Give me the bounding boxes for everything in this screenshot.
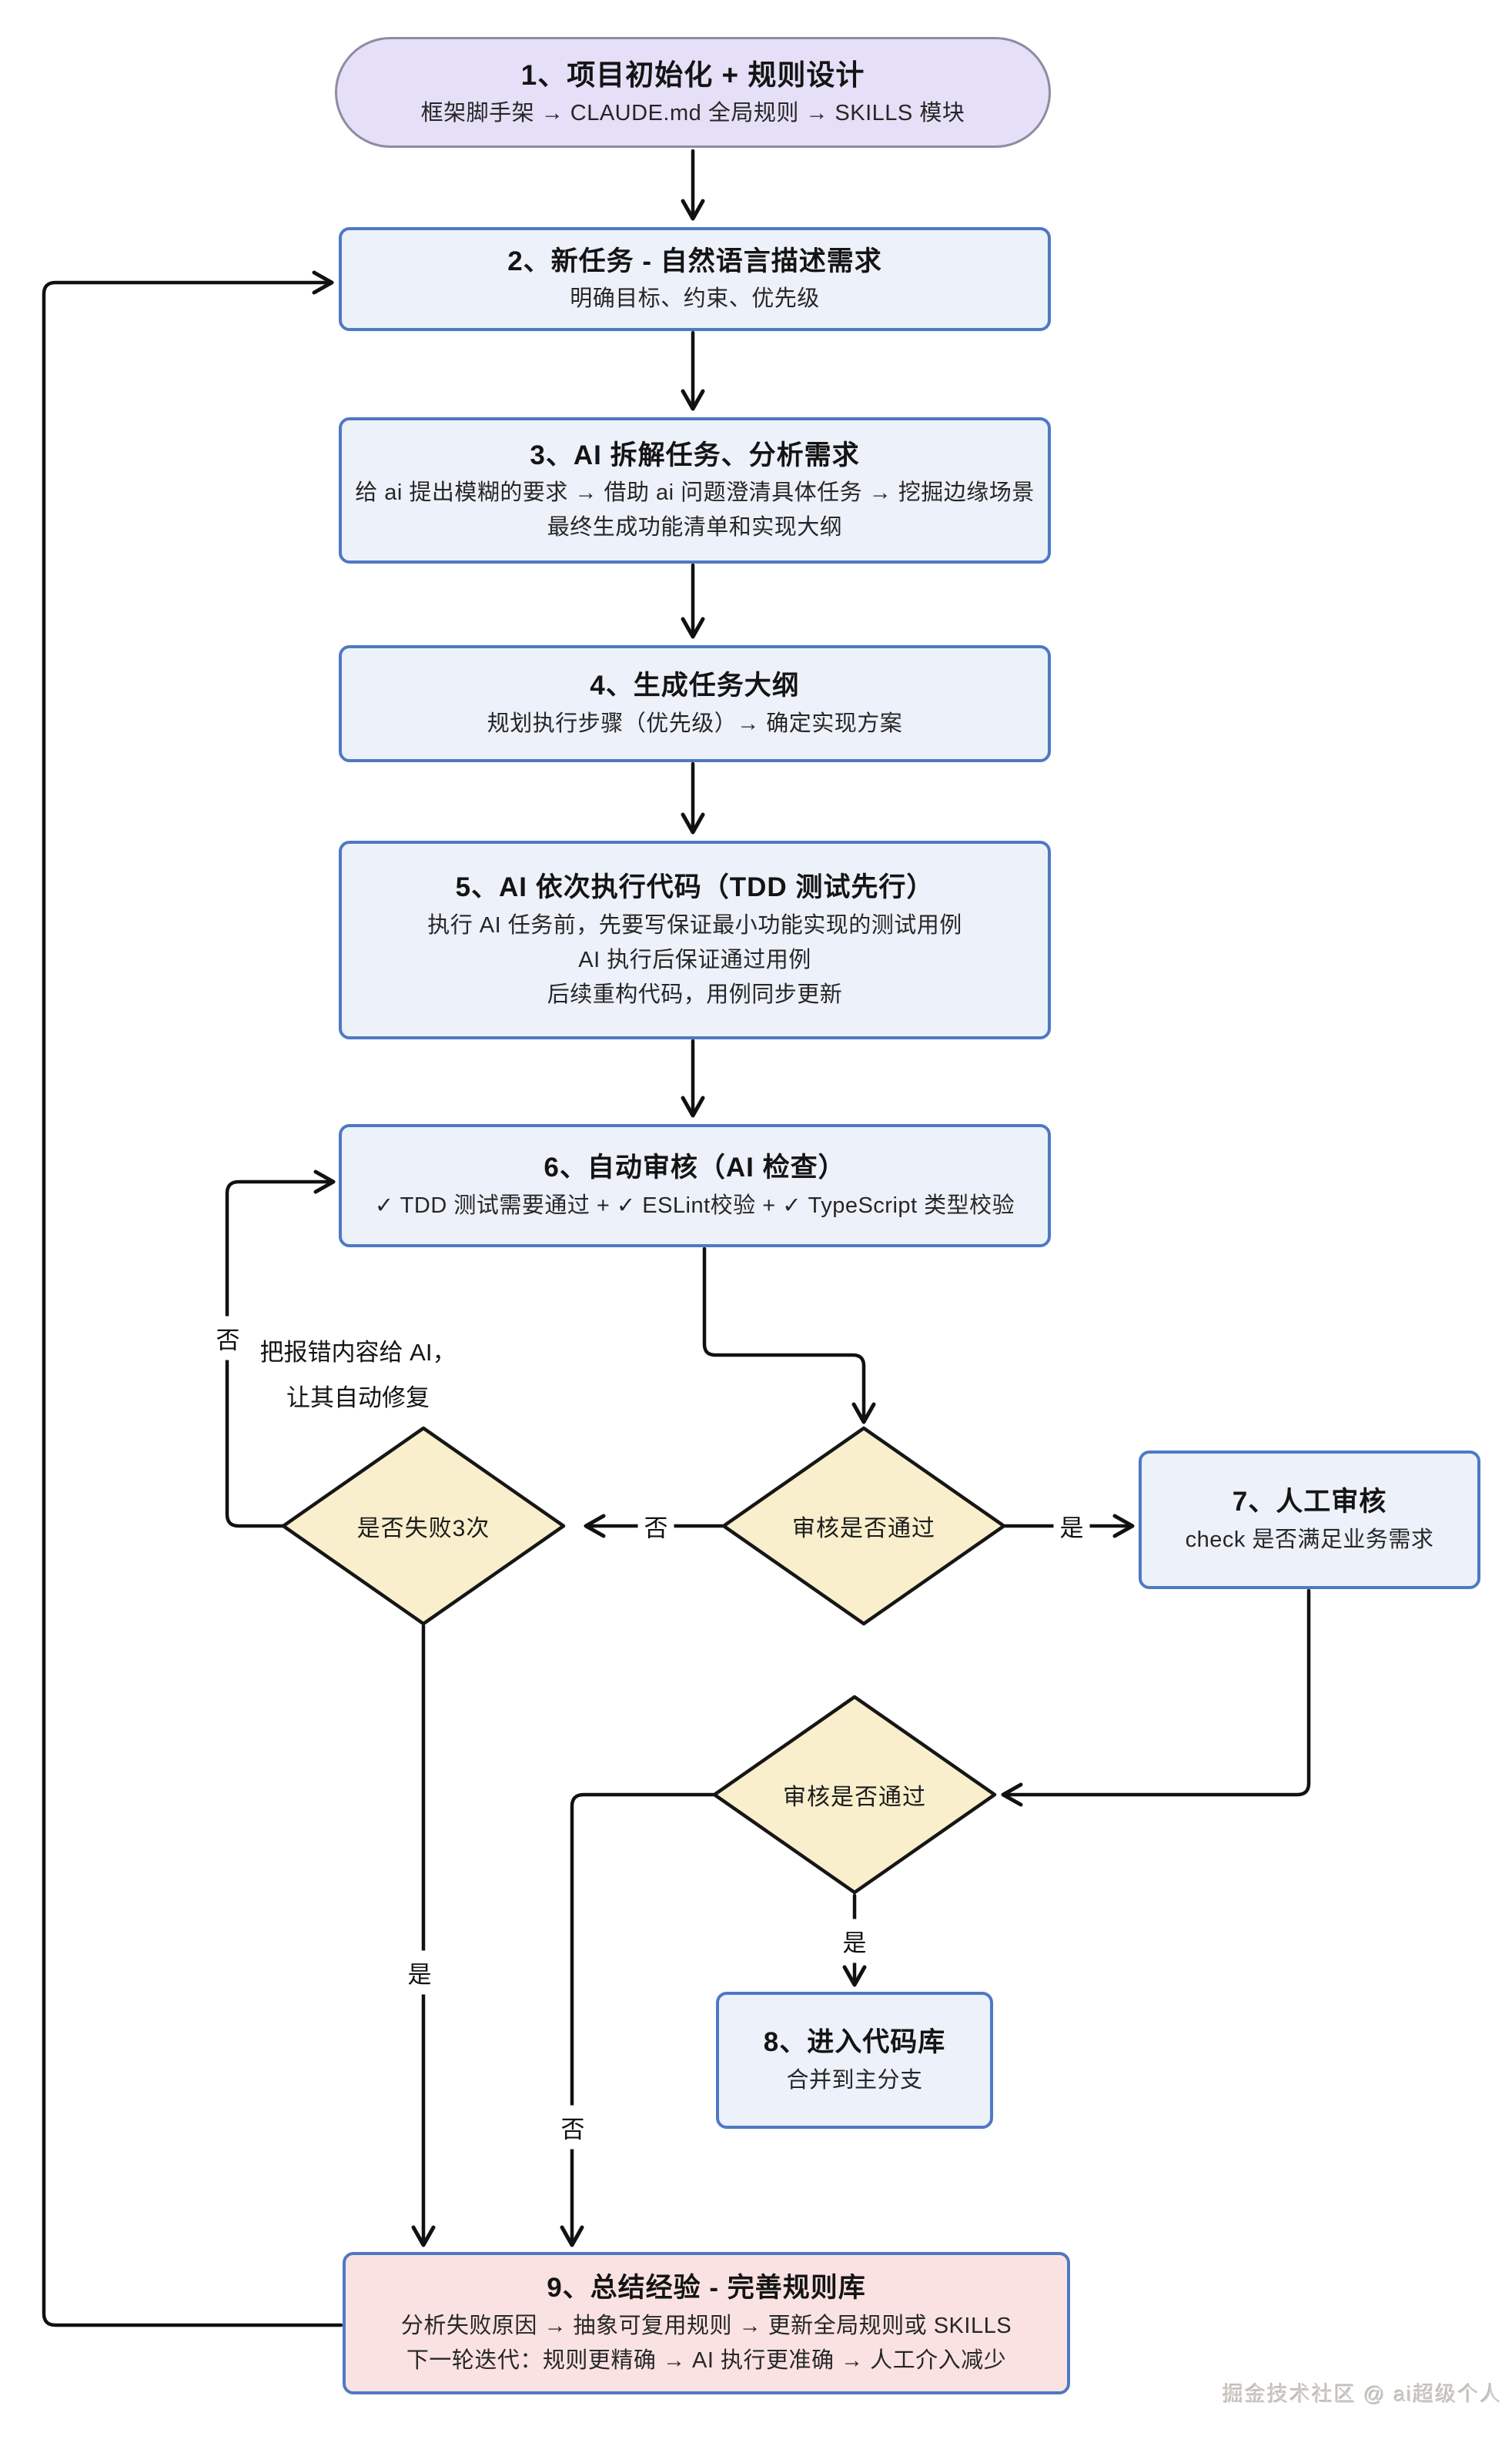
node-4-task-outline: 4、生成任务大纲 规划执行步骤（优先级）→ 确定实现方案	[339, 645, 1051, 762]
edge-label-d1-yes: 是	[401, 1950, 438, 1995]
edge-label-d1-no: 否	[209, 1316, 246, 1360]
edge-n9-loop-n2	[42, 270, 343, 2327]
node-3-ai-breakdown: 3、AI 拆解任务、分析需求 给 ai 提出模糊的要求 → 借助 ai 问题澄清…	[339, 417, 1051, 564]
edge-d3-no-n9	[560, 1792, 715, 2247]
node-1-subtitle: 框架脚手架 → CLAUDE.md 全局规则 → SKILLS 模块	[420, 101, 965, 126]
edge-n7-d3	[1001, 1588, 1311, 1807]
node-8-merge-code: 8、进入代码库 合并到主分支	[716, 1992, 993, 2129]
fix-loop-note: 把报错内容给 AI， 让其自动修复	[258, 1330, 458, 1421]
node-5-title: 5、AI 依次执行代码（TDD 测试先行）	[455, 872, 935, 903]
node-7-title: 7、人工审核	[1232, 1487, 1387, 1517]
node-5-line3: 后续重构代码，用例同步更新	[547, 982, 843, 1007]
fix-loop-note-line2: 让其自动修复	[286, 1384, 430, 1411]
edge-label-d3-no: 否	[554, 2105, 591, 2150]
decision-fail3-shape	[281, 1426, 566, 1626]
node-1-title: 1、项目初始化 + 规则设计	[520, 59, 865, 91]
node-5-line1: 执行 AI 任务前，先要写保证最小功能实现的测试用例	[427, 912, 962, 938]
node-5-line2: AI 执行后保证通过用例	[578, 947, 811, 972]
node-3-line2: 最终生成功能清单和实现大纲	[547, 515, 843, 540]
fix-loop-note-line1: 把报错内容给 AI，	[259, 1339, 457, 1366]
edge-label-d3-yes: 是	[836, 1919, 873, 1963]
edge-label-d2-no: 否	[637, 1504, 674, 1548]
node-2-new-task: 2、新任务 - 自然语言描述需求 明确目标、约束、优先级	[339, 227, 1051, 331]
node-8-title: 8、进入代码库	[763, 2027, 946, 2058]
node-7-subtitle: check 是否满足业务需求	[1185, 1527, 1434, 1552]
node-3-line1: 给 ai 提出模糊的要求 → 借助 ai 问题澄清具体任务 → 挖掘边缘场景	[355, 480, 1035, 506]
node-9-line2: 下一轮迭代：规则更精确 → AI 执行更准确 → 人工介入减少	[406, 2347, 1007, 2373]
edge-label-d2-yes: 是	[1053, 1504, 1090, 1548]
node-2-title: 2、新任务 - 自然语言描述需求	[507, 246, 882, 276]
node-1-project-init: 1、项目初始化 + 规则设计 框架脚手架 → CLAUDE.md 全局规则 → …	[335, 37, 1051, 148]
node-9-summarize-rules: 9、总结经验 - 完善规则库 分析失败原因 → 抽象可复用规则 → 更新全局规则…	[343, 2252, 1070, 2394]
node-2-subtitle: 明确目标、约束、优先级	[570, 286, 820, 312]
node-4-title: 4、生成任务大纲	[590, 671, 800, 701]
node-9-title: 9、总结经验 - 完善规则库	[547, 2273, 866, 2304]
decision-review1-shape	[721, 1426, 1006, 1626]
node-6-title: 6、自动审核（AI 检查）	[544, 1153, 846, 1183]
watermark-text: 掘金技术社区 @ ai超级个人	[1223, 2383, 1503, 2406]
decision-review1-label: 审核是否通过	[792, 1516, 935, 1541]
node-3-title: 3、AI 拆解任务、分析需求	[530, 440, 860, 470]
edge-n6-d2	[702, 1246, 876, 1424]
node-6-subtitle: ✓ TDD 测试需要通过 + ✓ ESLint校验 + ✓ TypeScript…	[374, 1193, 1015, 1218]
node-8-subtitle: 合并到主分支	[786, 2067, 923, 2093]
decision-review2-label: 审核是否通过	[783, 1785, 926, 1810]
decision-review2-shape	[712, 1695, 997, 1895]
node-7-human-review: 7、人工审核 check 是否满足业务需求	[1139, 1451, 1480, 1589]
node-6-auto-review: 6、自动审核（AI 检查） ✓ TDD 测试需要通过 + ✓ ESLint校验 …	[339, 1124, 1051, 1247]
node-5-tdd-execute: 5、AI 依次执行代码（TDD 测试先行） 执行 AI 任务前，先要写保证最小功…	[339, 841, 1051, 1039]
node-9-line1: 分析失败原因 → 抽象可复用规则 → 更新全局规则或 SKILLS	[400, 2313, 1012, 2338]
node-4-subtitle: 规划执行步骤（优先级）→ 确定实现方案	[487, 711, 903, 736]
decision-fail3-label: 是否失败3次	[356, 1516, 490, 1541]
